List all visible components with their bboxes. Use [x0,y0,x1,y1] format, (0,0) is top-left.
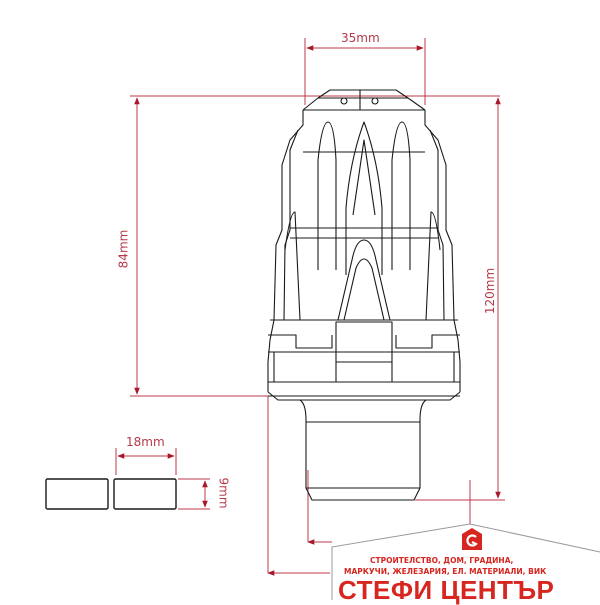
frame-slider-part [267,89,461,501]
rubber-inserts [45,478,177,510]
insert-width-label: 18mm [126,435,165,449]
stefi-center-logo: СТРОИТЕЛСТВО, ДОМ, ГРАДИНА, МАРКУЧИ, ЖЕЛ… [330,522,600,605]
logo-brand-name: СТЕФИ ЦЕНТЪР [338,575,555,605]
logo-emblem-icon [462,528,482,550]
top-width-label: 35mm [341,31,380,45]
logo-house-outline [331,523,600,600]
logo-tagline-1: СТРОИТЕЛСТВО, ДОМ, ГРАДИНА, [370,556,514,565]
total-height-label: 120mm [483,267,498,315]
logo-tagline-2: МАРКУЧИ, ЖЕЛЕЗАРИЯ, ЕЛ. МАТЕРИАЛИ, ВИК [344,567,547,576]
insert-height-label: 9mm [216,477,231,509]
dimension-lines [115,38,505,576]
body-height-label: 84mm [116,229,131,269]
